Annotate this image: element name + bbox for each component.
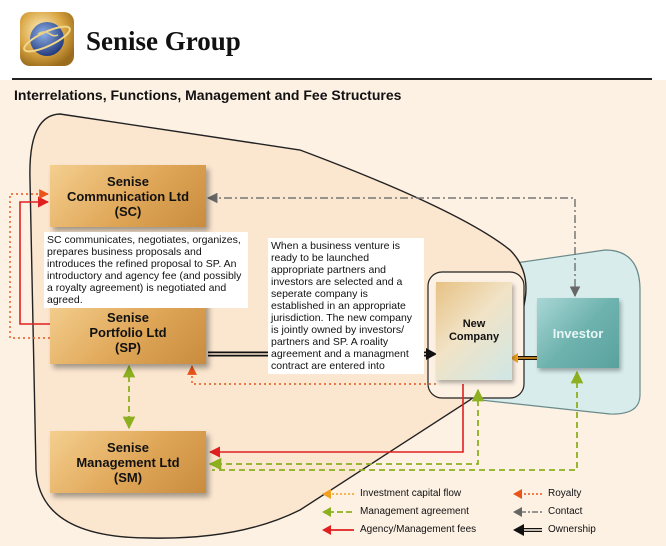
senise-communication-box[interactable]: Senise Communication Ltd (SC) (50, 165, 206, 227)
legend-management-label: Management agreement (360, 506, 469, 517)
legend-management-glyph (322, 507, 354, 517)
senise-management-box[interactable]: Senise Management Ltd (SM) (50, 431, 206, 493)
header-divider (12, 78, 652, 80)
header-bar (0, 0, 666, 80)
venture-description-note: When a business venture is ready to be l… (268, 238, 424, 374)
royalty-newco-sp-arrow (187, 365, 436, 385)
legend-fees-glyph (322, 525, 354, 535)
royalty-sp-sc-arrow (9, 189, 50, 339)
legend-royalty-glyph (513, 489, 542, 499)
investor-box[interactable]: Investor (537, 298, 619, 368)
management-investor-sm-arrow (212, 370, 584, 471)
legend-ownership-label: Ownership (548, 524, 596, 535)
legend-royalty-label: Royalty (548, 488, 582, 499)
page-subtitle: Interrelations, Functions, Management an… (14, 87, 402, 103)
investment-capital-arrowhead (510, 353, 518, 363)
globe-logo-icon (20, 12, 74, 66)
contact-arrow (206, 192, 581, 298)
legend-fees-label: Agency/Management fees (360, 524, 477, 535)
legend-contact-label: Contact (548, 506, 583, 517)
legend-ownership-glyph (513, 524, 542, 536)
brand-title: Senise Group (86, 26, 241, 56)
legend-investment-glyph (322, 489, 354, 499)
sc-description-note: SC communicates, negotiates, organizes, … (44, 232, 248, 308)
management-newco-sm-arrow (208, 388, 485, 471)
new-company-box[interactable]: New Company (436, 282, 512, 380)
legend-contact-glyph (513, 507, 542, 517)
legend-investment-label: Investment capital flow (360, 488, 462, 499)
ownership-arrowhead (426, 348, 437, 360)
agency-fee-arrow (19, 196, 50, 325)
senise-portfolio-box[interactable]: Senise Portfolio Ltd (SP) (50, 300, 206, 364)
